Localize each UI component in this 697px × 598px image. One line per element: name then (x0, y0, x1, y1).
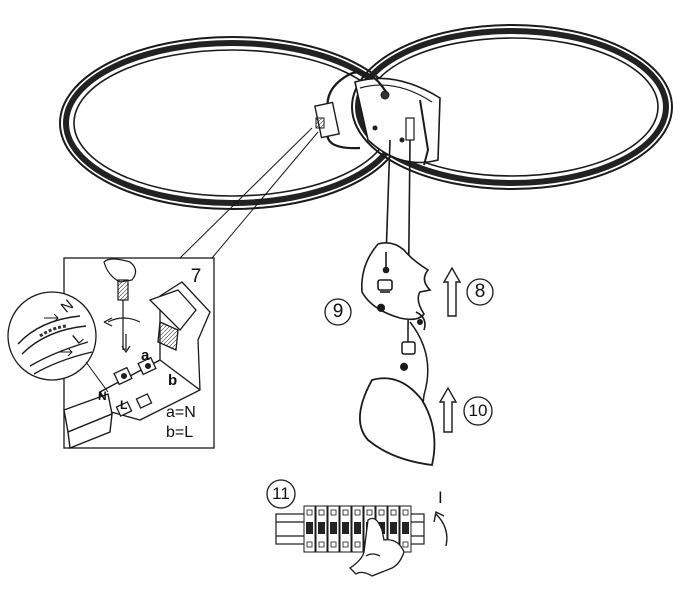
lamp-ring-left (59, 36, 405, 210)
terminal-label-l: L (120, 398, 128, 412)
breaker-screw (306, 541, 313, 548)
step-11-circle (266, 479, 296, 509)
breaker-screw (330, 509, 337, 516)
mounting-plate (354, 77, 441, 166)
breaker-toggle (342, 522, 349, 534)
breaker-toggle (354, 522, 361, 534)
breaker-on-symbol: I (438, 488, 443, 507)
canopy-cover-upper: ⚙ (361, 242, 432, 331)
arrow-up-10 (438, 386, 458, 433)
step-9-circle (324, 298, 352, 326)
wire-magnifier (7, 291, 109, 393)
breaker-toggle (330, 522, 337, 534)
canopy-fixing-lower: ⚙ (399, 321, 433, 466)
breaker-screw (378, 509, 385, 516)
step-10-label: 10 (468, 401, 488, 420)
breaker-screw (330, 541, 337, 548)
hand-icon (348, 517, 405, 577)
supply-cable (314, 71, 387, 150)
breaker-toggle (402, 522, 409, 534)
breaker-screw (318, 509, 325, 516)
arrow-up-8 (442, 266, 462, 317)
svg-text:⚙: ⚙ (377, 303, 385, 313)
breaker-screw (342, 509, 349, 516)
zoom-lines (179, 127, 319, 259)
screwdriver-icon (103, 258, 141, 354)
step-8-circle (466, 278, 494, 306)
canopy-cover-lower (359, 377, 436, 466)
terminal-block (99, 281, 211, 421)
step-8-label: 8 (474, 281, 486, 302)
terminal-label-a: a (141, 347, 150, 364)
breaker-toggle (306, 522, 313, 534)
breaker-screw (318, 541, 325, 548)
breaker-screw (354, 541, 361, 548)
terminal-label-b: b (168, 372, 178, 389)
terminal-label-n: N (98, 389, 107, 403)
breaker-screw (342, 541, 349, 548)
breaker-screw (366, 509, 373, 516)
mains-cable (63, 393, 113, 449)
step-9-label: 9 (332, 301, 344, 322)
legend-a-n: a=N (166, 404, 196, 421)
breaker-screw (390, 509, 397, 516)
step-7-label: 7 (190, 266, 202, 287)
breaker-toggle (318, 522, 325, 534)
switch-on-arrow (433, 510, 448, 547)
breaker-toggle (390, 522, 397, 534)
lamp-ring-right (351, 24, 673, 190)
breaker-screw (306, 509, 313, 516)
step-10-circle (463, 396, 493, 426)
step-11-label: 11 (272, 484, 290, 503)
breaker-screw (402, 509, 409, 516)
breaker-screw (354, 509, 361, 516)
breaker-screw (402, 541, 409, 548)
legend-b-l: b=L (166, 424, 194, 441)
svg-text:⚙: ⚙ (400, 362, 408, 372)
